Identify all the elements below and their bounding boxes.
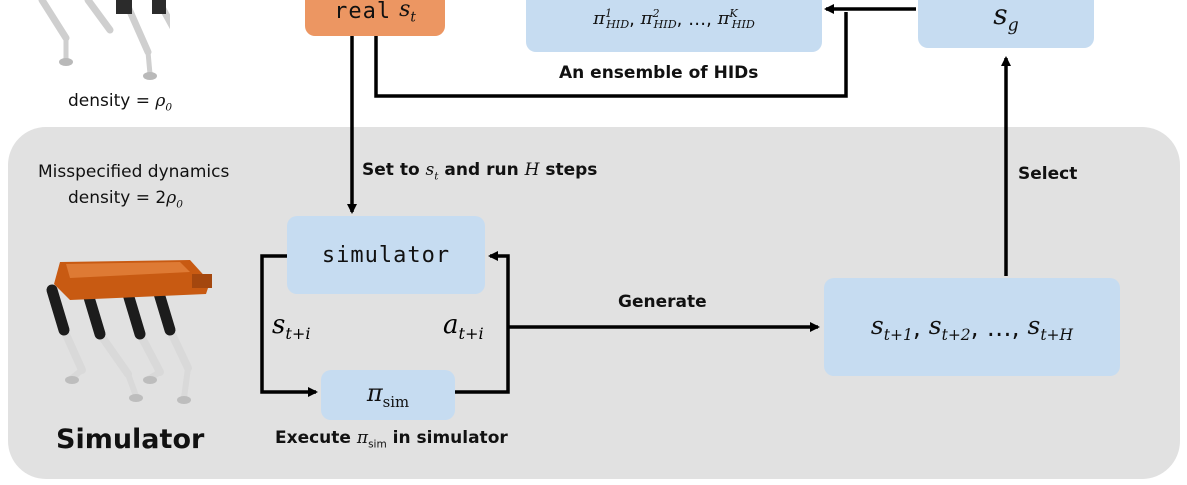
trajectory-box: st+1 , st+2 , … , st+H (824, 278, 1120, 376)
arrow-state-to-policy (260, 254, 318, 397)
goal-state-box: sg (918, 0, 1094, 48)
action-label: at+i (443, 310, 484, 344)
execute-label: Execute πsim in simulator (275, 428, 508, 451)
set-to-label: Set to st and run H steps (362, 160, 598, 183)
trajectory-term-2: st+2 (928, 310, 971, 344)
hid-term-2: π2HID (640, 6, 677, 32)
hid-ensemble-box: π1HID , π2HID , … , πKHID (526, 0, 822, 52)
simulator-box: simulator (287, 216, 485, 294)
real-density-label: density = ρ0 (68, 91, 173, 114)
real-robot-image (38, 0, 170, 80)
trajectory-term-h: st+H (1027, 310, 1074, 344)
hid-term-k: πKHID (717, 6, 755, 32)
real-state-subscript: t (410, 9, 416, 26)
real-state-prefix: real (334, 0, 392, 24)
trajectory-ellipsis: … (986, 312, 1012, 342)
arrow-real-to-hid (374, 12, 848, 98)
real-state-symbol: s (399, 0, 411, 22)
generate-label: Generate (618, 292, 707, 312)
policy-box: πsim (321, 370, 455, 420)
trajectory-term-1: st+1 (870, 310, 913, 344)
hid-caption: An ensemble of HIDs (559, 63, 759, 83)
hid-term-1: π1HID (593, 6, 630, 32)
sim-robot-image (46, 260, 212, 404)
simulator-title: Simulator (56, 424, 205, 455)
sim-density-label: density = 2ρ0 (68, 188, 183, 211)
select-label: Select (1018, 164, 1078, 184)
goal-symbol: s (993, 0, 1008, 32)
hid-ellipsis: … (688, 8, 707, 30)
arrow-action-to-simulator (455, 251, 510, 394)
goal-subscript: g (1007, 15, 1019, 36)
state-label: st+i (272, 310, 311, 344)
real-state-box: real st (305, 0, 445, 36)
misspecified-dynamics-label: Misspecified dynamics (38, 162, 230, 182)
